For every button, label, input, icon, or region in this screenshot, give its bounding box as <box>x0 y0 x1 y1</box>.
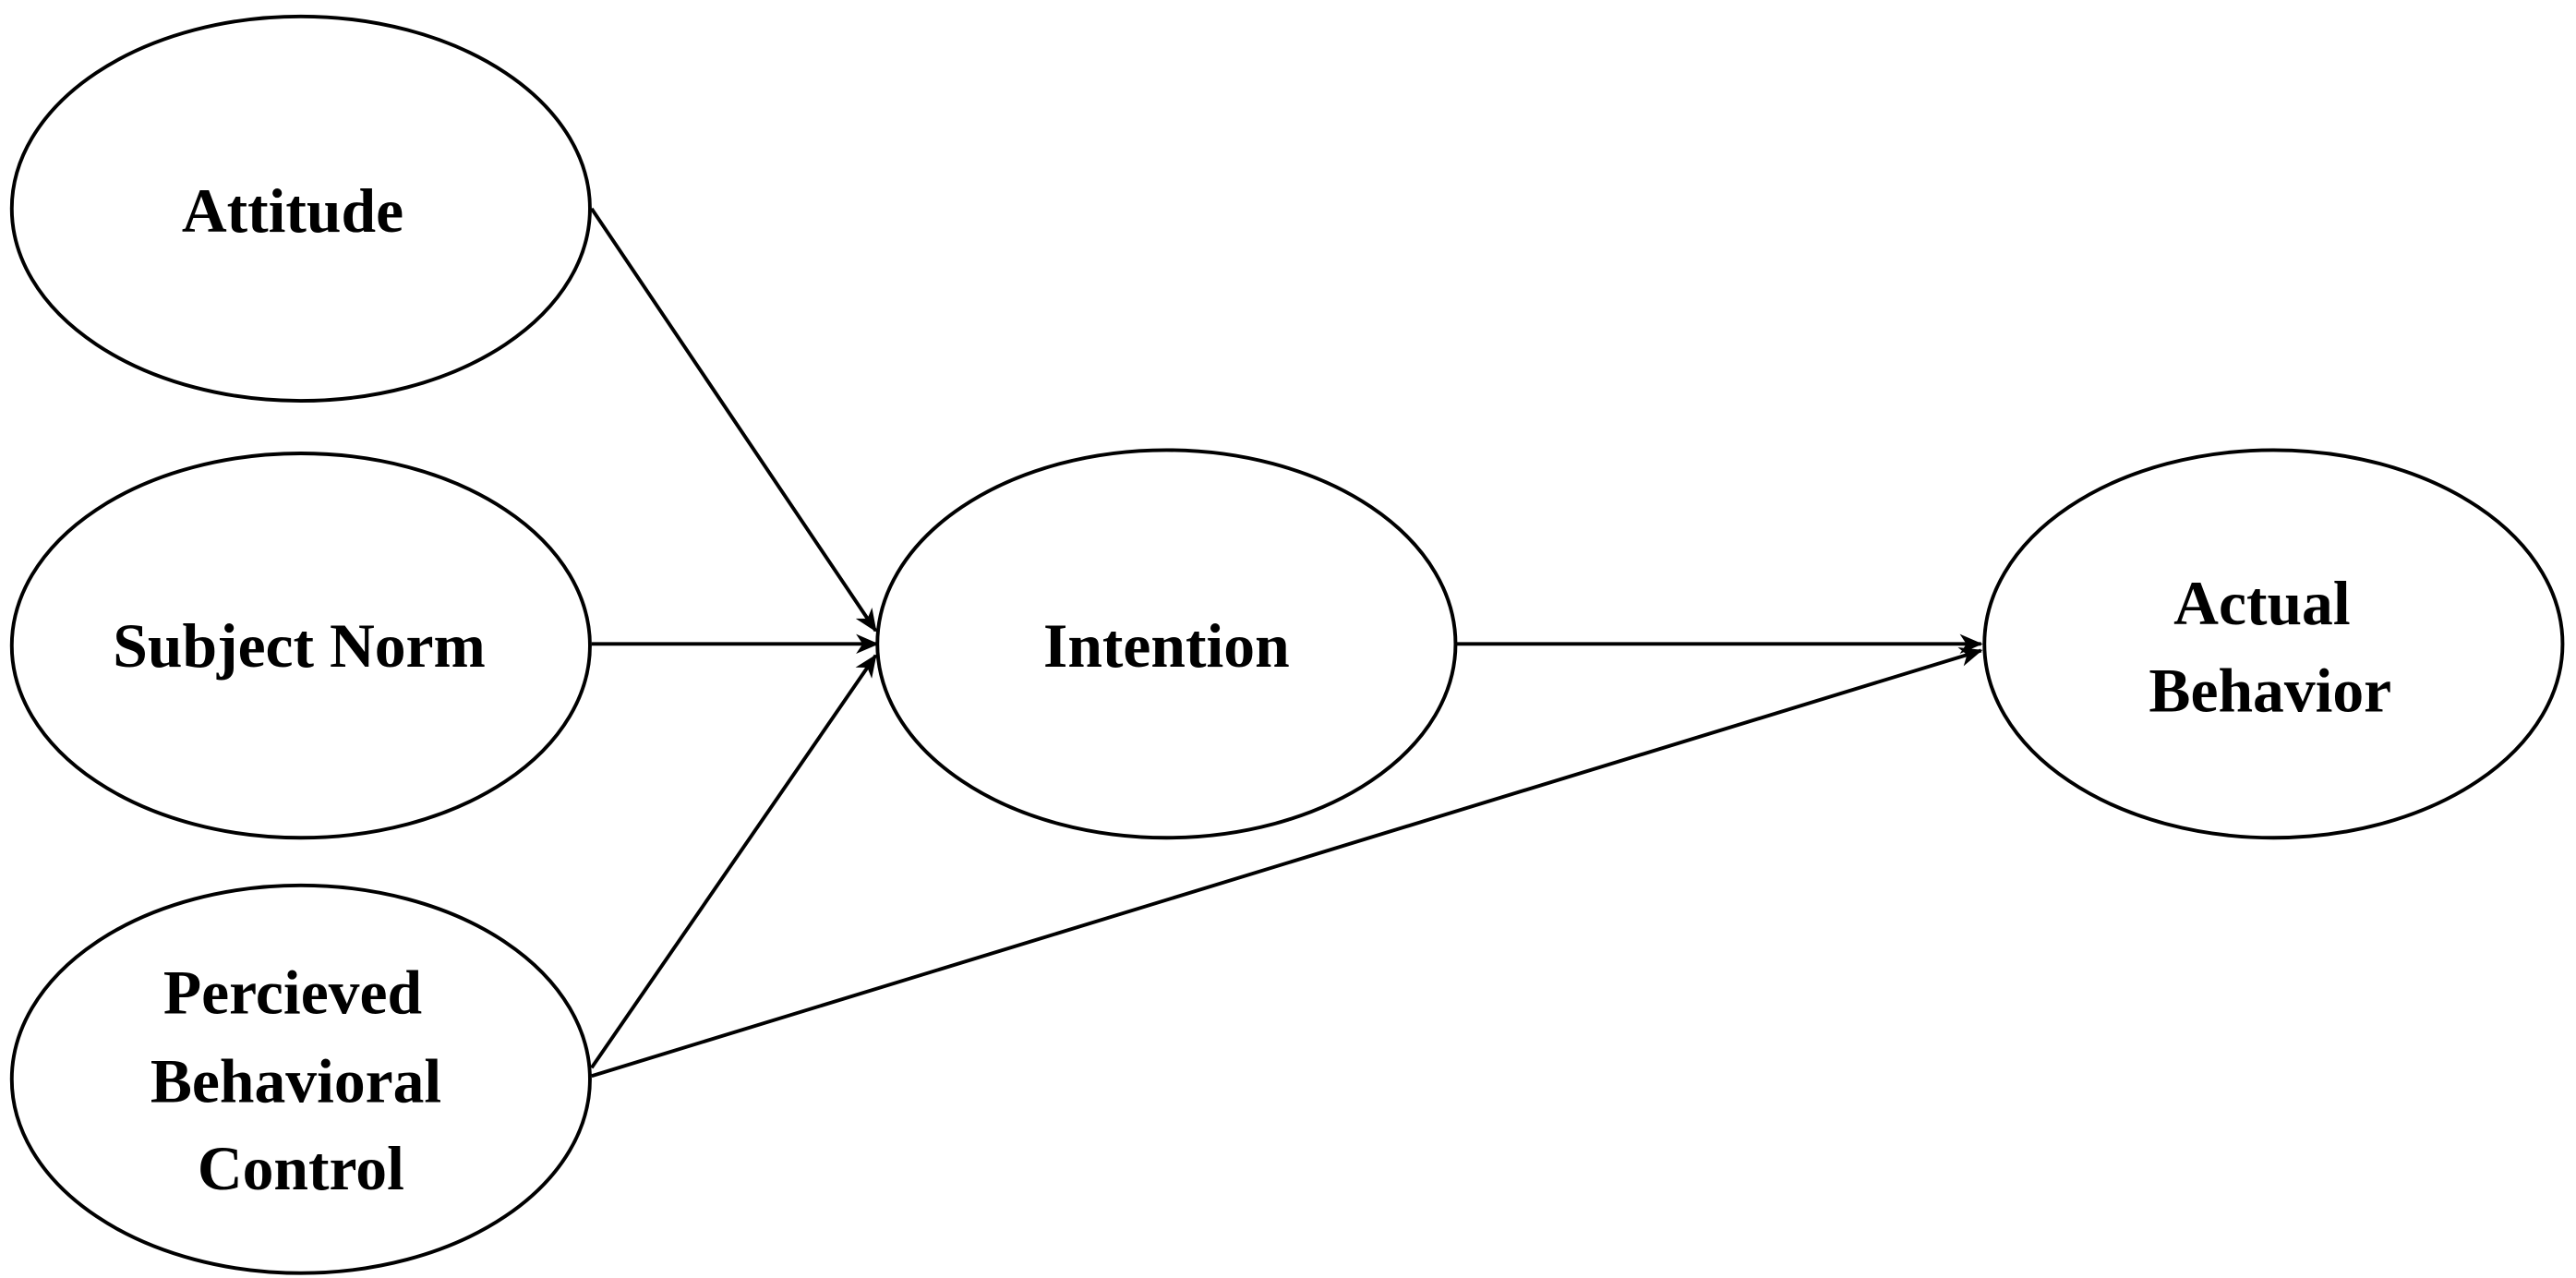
edge-attitude-intention <box>590 207 878 633</box>
node-perceived-behavioral-control: Percieved Behavioral Control <box>9 883 592 1275</box>
node-label-line-1: Percieved <box>163 958 422 1028</box>
node-subject-norm: Subject Norm <box>9 452 592 840</box>
node-label-line-3: Control <box>198 1134 404 1203</box>
node-label-line-2: Behavioral <box>150 1047 441 1116</box>
node-intention: Intention <box>875 448 1458 840</box>
node-actual-behavior: Actual Behavior <box>1982 448 2565 840</box>
node-attitude: Attitude <box>9 14 592 404</box>
node-label-line-1: Actual <box>2173 569 2350 638</box>
node-label-line-2: Behavior <box>2149 656 2391 725</box>
edge-pbc-actual-behavior <box>591 647 1983 1079</box>
edge-pbc-intention <box>590 654 878 1069</box>
node-label: Intention <box>1043 611 1290 681</box>
node-label: Subject Norm <box>113 611 486 681</box>
node-label: Attitude <box>182 176 403 246</box>
